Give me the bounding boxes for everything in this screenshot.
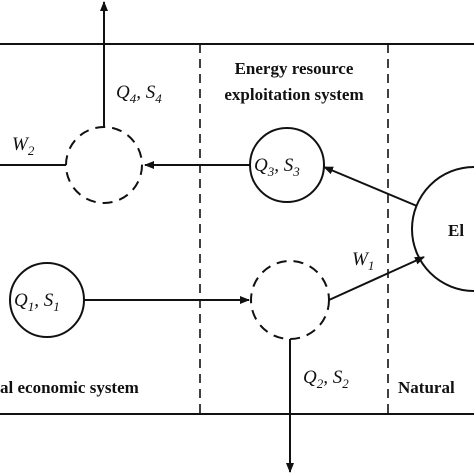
middle-region-label-line1: Energy resource xyxy=(235,59,354,78)
label-q4s4: Q4, S4 xyxy=(116,82,162,106)
label-el: El xyxy=(448,221,464,240)
arrow-el-to-q3 xyxy=(323,166,418,207)
arrow-q2-to-el-w1 xyxy=(328,256,425,301)
label-q3s3: Q3, S3 xyxy=(254,155,300,179)
node-q4s4-dashed-circle xyxy=(65,126,143,204)
right-region-label: Natural xyxy=(398,378,455,397)
node-el-circle xyxy=(411,166,474,292)
left-region-label: al economic system xyxy=(0,378,139,397)
middle-region-label-line2: exploitation system xyxy=(224,85,363,104)
label-q1s1: Q1, S1 xyxy=(14,290,60,314)
label-q2s2: Q2, S2 xyxy=(303,367,349,391)
label-w1: W1 xyxy=(352,249,374,273)
node-q2s2-dashed-circle xyxy=(250,260,330,340)
label-w2: W2 xyxy=(12,134,35,158)
